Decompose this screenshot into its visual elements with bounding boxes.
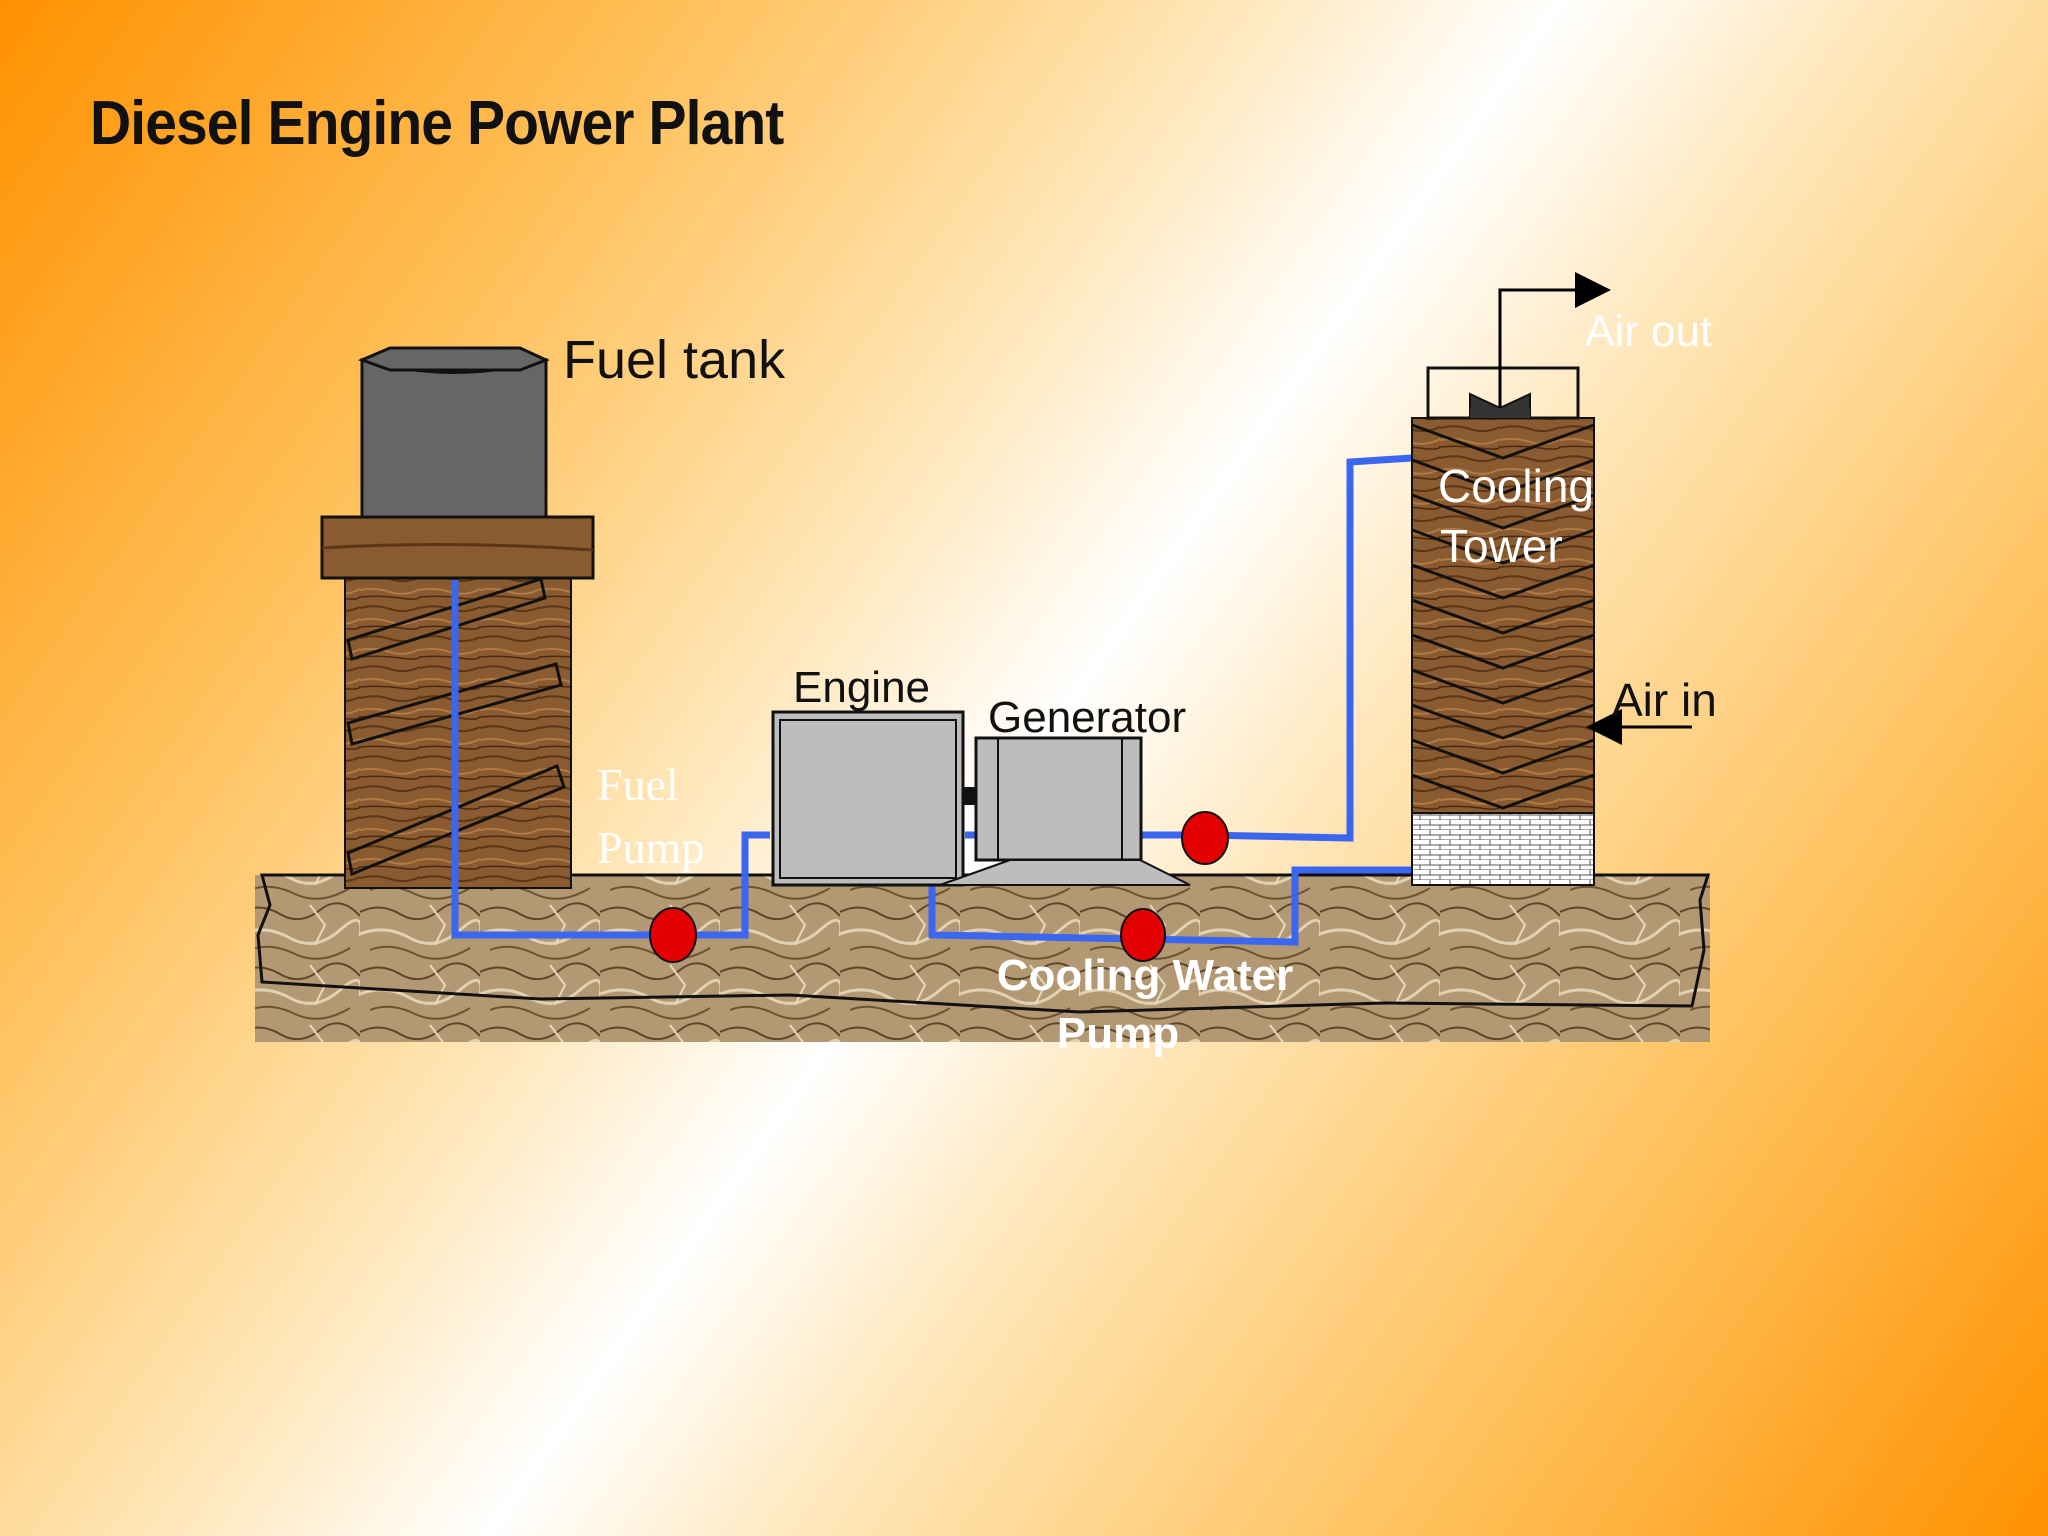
fuel-pipe <box>451 580 770 939</box>
fuel-tank-label: Fuel tank <box>563 330 786 390</box>
engine <box>771 710 978 887</box>
cooling-tower-label-line2: Tower <box>1440 520 1563 572</box>
ground <box>255 873 1711 1042</box>
generator <box>939 736 1191 886</box>
cooling-tower-pump <box>1181 811 1229 865</box>
fuel-pump <box>649 907 697 963</box>
air-in-label: Air in <box>1612 674 1717 726</box>
fuel-pump-label-line2: Pump <box>597 822 704 873</box>
page-title: Diesel Engine Power Plant <box>90 89 784 158</box>
air-out-arrow <box>1498 272 1611 408</box>
air-out-label: Air out <box>1585 307 1712 356</box>
fuel-pump-label-line1: Fuel <box>597 759 679 810</box>
cooling-water-pump-label-line1: Cooling Water <box>997 951 1294 1000</box>
cooling-water-pump <box>1120 908 1166 962</box>
generator-label: Generator <box>988 693 1186 742</box>
cooling-tower-label-line1: Cooling <box>1438 460 1594 512</box>
cooling-water-pump-label-line2: Pump <box>1057 1009 1179 1058</box>
engine-label: Engine <box>793 663 930 712</box>
cooling-tower <box>1411 366 1595 886</box>
